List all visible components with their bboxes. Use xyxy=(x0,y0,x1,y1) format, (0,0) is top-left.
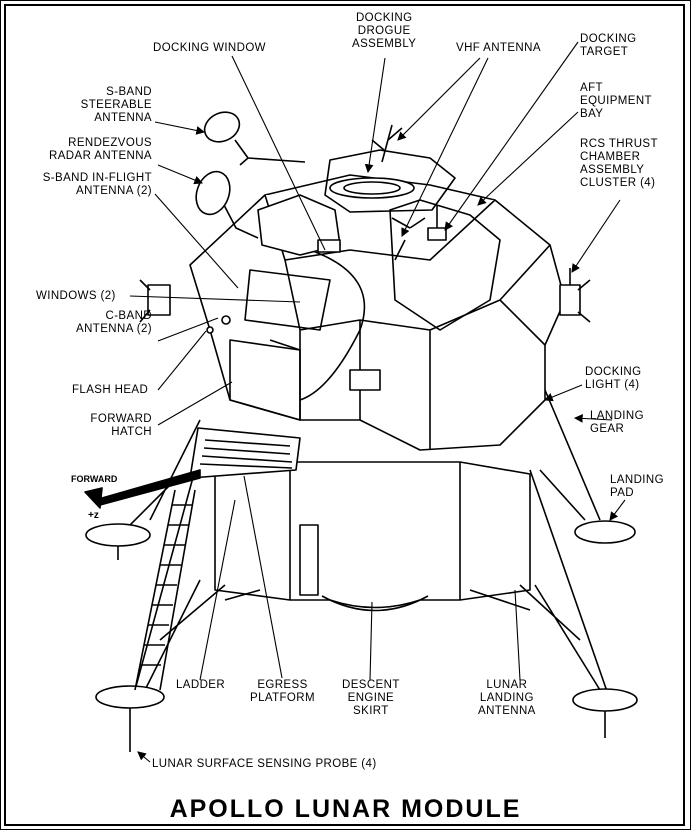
label-vhf-antenna: VHF ANTENNA xyxy=(456,42,541,54)
label-windows: WINDOWS (2) xyxy=(36,290,116,302)
label-sensing-probe: LUNAR SURFACE SENSING PROBE (4) xyxy=(152,758,377,770)
c-band-antenna xyxy=(221,315,231,325)
leader-docking-window xyxy=(231,55,326,251)
rendezvous-radar-antenna xyxy=(195,170,259,239)
leader-c-band xyxy=(157,317,219,342)
leader-flash xyxy=(157,330,207,391)
leader-s-band xyxy=(154,121,206,135)
leader-egress xyxy=(243,475,283,679)
rcs-cluster-right xyxy=(559,268,591,323)
rcs-cluster-front xyxy=(349,369,381,391)
leader-vhf-2 xyxy=(401,57,489,237)
leader-landing-antenna xyxy=(514,589,521,681)
leader-docking-light xyxy=(543,384,583,402)
flash-head xyxy=(206,326,214,334)
leader-rcs xyxy=(571,199,621,273)
ladder xyxy=(134,489,196,691)
leader-inflight xyxy=(154,193,239,289)
leader-landing-gear xyxy=(573,414,613,423)
leader-ladder xyxy=(199,499,236,681)
docking-target xyxy=(427,205,447,241)
leader-radar xyxy=(157,164,204,185)
descent-stage xyxy=(214,461,531,601)
leader-skirt xyxy=(369,601,373,681)
label-plus-z: +z xyxy=(88,510,99,521)
leader-vhf-1 xyxy=(397,57,481,141)
forward-arrow xyxy=(84,469,201,509)
page-title: APOLLO LUNAR MODULE xyxy=(169,795,522,823)
sensing-probes xyxy=(117,546,606,752)
leader-windows xyxy=(129,295,301,303)
leader-probe xyxy=(137,751,151,763)
leader-aft-bay xyxy=(477,111,579,206)
inner-border xyxy=(4,4,685,826)
docking-drogue xyxy=(324,149,456,213)
s-band-steerable-antenna xyxy=(203,111,306,166)
landing-pads xyxy=(85,520,638,712)
label-ladder: LADDER xyxy=(176,679,226,691)
egress-platform xyxy=(189,427,301,479)
docking-window-frame xyxy=(257,194,341,256)
leader-drogue xyxy=(364,57,386,174)
label-forward: FORWARD xyxy=(71,474,118,484)
leader-landing-pad xyxy=(609,499,626,521)
descent-engine-skirt xyxy=(321,595,429,612)
label-docking-window: DOCKING WINDOW xyxy=(153,42,266,54)
leader-docking-target xyxy=(444,41,579,231)
ascent-stage xyxy=(189,174,566,451)
leader-hatch xyxy=(157,381,233,426)
rcs-cluster-left xyxy=(139,279,171,323)
label-flash-head: FLASH HEAD xyxy=(72,384,149,396)
landing-gear xyxy=(119,389,611,701)
